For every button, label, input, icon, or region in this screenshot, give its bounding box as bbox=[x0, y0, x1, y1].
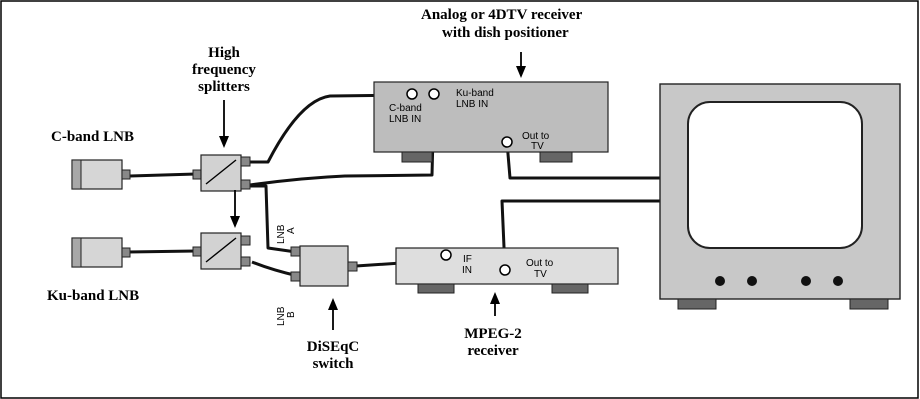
label-splitters-1: High bbox=[208, 45, 240, 61]
label-diseqc-2: switch bbox=[313, 356, 354, 372]
label-mpeg2-2: receiver bbox=[467, 343, 519, 359]
label-mpeg2-1: MPEG-2 bbox=[464, 326, 522, 342]
label-kuband-lnb: Ku-band LNB bbox=[47, 288, 139, 304]
cable-splitter-to-diseqc-a bbox=[250, 184, 297, 254]
port-cband-in bbox=[406, 88, 418, 100]
label-cband-lnb: C-band LNB bbox=[51, 129, 134, 145]
splitter-top bbox=[192, 154, 251, 192]
label-if-in-2: IN bbox=[462, 265, 472, 276]
port-if-in bbox=[440, 249, 452, 261]
cable-mpeg-out-to-tv bbox=[500, 199, 660, 271]
port-kuband-in bbox=[428, 88, 440, 100]
label-out-to-tv-top-2: TV bbox=[531, 141, 544, 152]
cable-splitter-to-cband-in bbox=[250, 93, 413, 164]
label-cband-in-1: C-band bbox=[389, 103, 422, 114]
label-kuband-in-1: Ku-band bbox=[456, 88, 494, 99]
port-mpeg-out bbox=[499, 264, 511, 276]
label-out-to-tv-bottom-1: Out to bbox=[526, 258, 554, 269]
arrows bbox=[219, 52, 526, 330]
mpeg2-receiver bbox=[395, 247, 619, 294]
port-analog-out bbox=[501, 136, 513, 148]
label-lnb-a-1: LNB bbox=[276, 224, 287, 244]
kuband-lnb bbox=[71, 237, 131, 268]
television bbox=[659, 83, 901, 310]
label-cband-in-2: LNB IN bbox=[389, 114, 421, 125]
splitter-bottom bbox=[192, 232, 251, 270]
analog-receiver bbox=[373, 81, 609, 163]
cband-lnb bbox=[71, 159, 131, 190]
label-analog-receiver-2: with dish positioner bbox=[442, 25, 569, 41]
label-splitters-2: frequency bbox=[192, 62, 256, 78]
diseqc-switch bbox=[290, 245, 358, 287]
label-lnb-a-2: A bbox=[286, 227, 297, 234]
label-lnb-b-1: LNB bbox=[276, 306, 287, 326]
cable-cband-lnb-to-splitter bbox=[129, 172, 197, 178]
label-out-to-tv-bottom-2: TV bbox=[534, 269, 547, 280]
label-if-in-1: IF bbox=[463, 254, 472, 265]
label-lnb-b-2: B bbox=[286, 311, 297, 318]
label-out-to-tv-top-1: Out to bbox=[522, 131, 550, 142]
label-kuband-in-2: LNB IN bbox=[456, 99, 488, 110]
cable-kuband-lnb-to-splitter bbox=[127, 249, 197, 254]
cable-splitter-to-kuband-in bbox=[249, 95, 436, 187]
cable-analog-out-to-tv bbox=[505, 141, 660, 180]
label-diseqc-1: DiSEqC bbox=[307, 339, 360, 355]
label-analog-receiver-1: Analog or 4DTV receiver bbox=[421, 7, 583, 23]
label-splitters-3: splitters bbox=[198, 79, 250, 95]
